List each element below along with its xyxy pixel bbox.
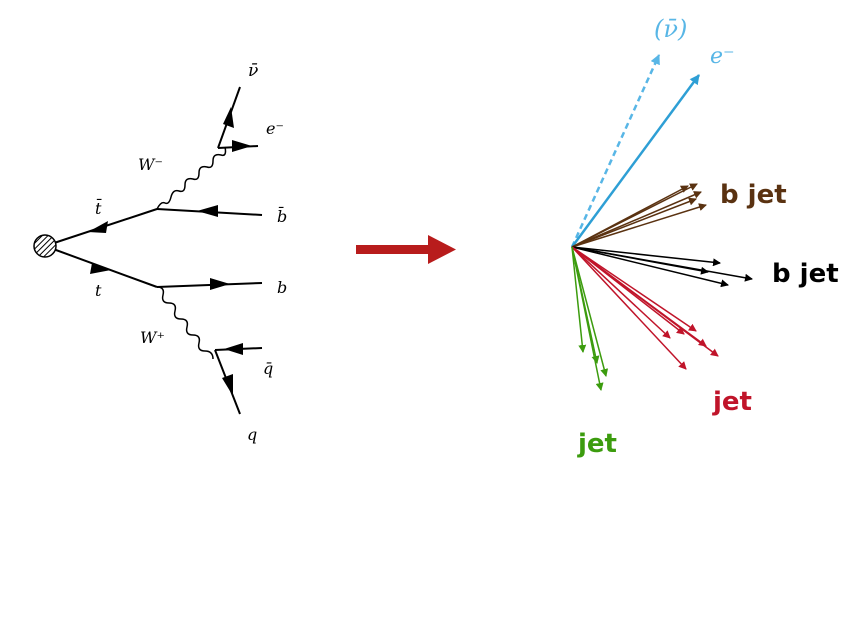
- qbar-arrowhead: [224, 343, 243, 355]
- label-bbar: b̄: [277, 205, 287, 226]
- bjet-brown-vector: [571, 203, 707, 248]
- bbar-arrowhead: [197, 205, 218, 217]
- label-electron: e⁻: [266, 119, 284, 138]
- bjet-black-vector: [571, 246, 721, 267]
- bjet-black-vector: [571, 246, 729, 288]
- jet-red-vector: [571, 246, 671, 339]
- bjet-brown-vector: [571, 191, 702, 248]
- jet-green-vectors: [571, 246, 609, 391]
- feynman-diagram: ν̄ e⁻ W⁻ t̄ b̄ t b W⁺ q̄ q: [33, 61, 287, 444]
- label-neutrino: (ν̄): [654, 15, 687, 43]
- jet-green-vector: [571, 246, 604, 391]
- label-w-plus: W⁺: [140, 328, 165, 347]
- tbar-arrowhead: [88, 221, 108, 233]
- label-bjet-brown: b jet: [720, 180, 787, 210]
- jet-red-vector: [571, 246, 719, 357]
- bjet-black-vectors: [571, 246, 753, 288]
- w-plus-propagator: [156, 286, 214, 360]
- label-w-minus: W⁻: [138, 155, 163, 174]
- bjet-brown-vector: [571, 185, 689, 248]
- bjet-brown-vectors: [571, 183, 707, 248]
- label-tbar: t̄: [95, 197, 102, 218]
- label-jet-red: jet: [712, 387, 752, 417]
- label-qbar: q̄: [263, 359, 273, 378]
- label-t: t: [95, 281, 102, 300]
- reconstructed-event: (ν̄) e⁻ b jet b jet jet jet: [570, 15, 839, 459]
- jet-red-vector: [571, 246, 687, 370]
- production-blob: [33, 234, 57, 258]
- b-line: [156, 282, 263, 288]
- label-bjet-black: b jet: [772, 259, 839, 289]
- transition-arrow: [356, 235, 456, 264]
- nubar-arrowhead: [223, 107, 234, 128]
- label-q: q: [247, 425, 257, 444]
- bjet-brown-vector: [571, 197, 697, 248]
- jet-green-vector: [571, 246, 587, 353]
- jet-green-vector: [571, 246, 609, 377]
- electron-arrowhead: [232, 140, 252, 152]
- q-arrowhead: [222, 374, 233, 396]
- bjet-black-vector: [571, 246, 753, 282]
- t-arrowhead: [90, 263, 111, 274]
- label-electron-reco: e⁻: [710, 44, 735, 69]
- w-minus-propagator: [156, 146, 227, 210]
- jet-red-vector: [571, 246, 697, 332]
- electron-vector: [570, 74, 701, 248]
- jet-red-vectors: [571, 246, 719, 370]
- label-jet-green: jet: [577, 429, 617, 459]
- b-arrowhead: [210, 278, 230, 290]
- label-b: b: [277, 278, 287, 297]
- neutrino-vector: [570, 54, 661, 248]
- label-nubar: ν̄: [248, 61, 258, 81]
